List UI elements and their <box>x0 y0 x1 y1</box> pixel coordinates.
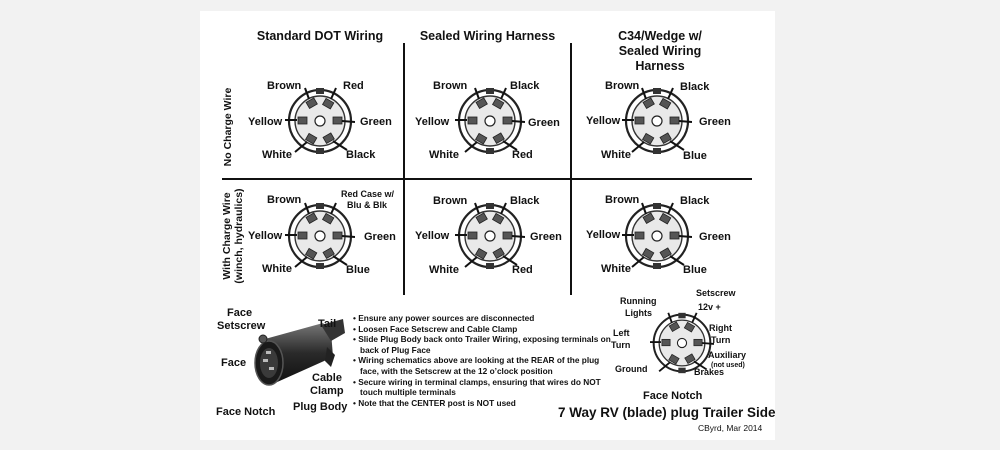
part-label: Plug Body <box>293 401 348 413</box>
function-label: Brakes <box>694 367 725 377</box>
wire-label: Red <box>512 149 533 161</box>
grid-divider <box>403 43 405 295</box>
wire-label: Red <box>512 264 533 276</box>
column-header: Sealed Wiring Harness <box>419 29 556 43</box>
function-label: Lights <box>625 308 652 318</box>
part-label: Tail <box>318 318 337 330</box>
wire-label: Red Case w/ <box>341 189 395 199</box>
part-label: Face Notch <box>216 406 276 418</box>
plug-face-diagram <box>622 201 692 271</box>
wire-label: Green <box>528 117 560 129</box>
part-label: Cable <box>312 372 342 384</box>
wire-label: Black <box>680 195 710 207</box>
wire-label: Black <box>346 149 376 161</box>
grid-divider <box>222 178 752 180</box>
wire-label: Brown <box>433 195 468 207</box>
wire-label: Yellow <box>248 116 283 128</box>
wire-label: White <box>601 263 631 275</box>
plug-face-diagram <box>622 86 692 156</box>
function-label: Turn <box>711 335 731 345</box>
wire-label: White <box>429 149 459 161</box>
instruction-text: Wiring schematics above are looking at t… <box>358 355 600 376</box>
function-label: (not used) <box>711 362 745 369</box>
wire-label: Yellow <box>586 229 621 241</box>
wire-label: Red <box>343 80 364 92</box>
wire-label: Green <box>699 116 731 128</box>
wire-label: Black <box>510 195 540 207</box>
wire-label: Green <box>699 231 731 243</box>
plug-face-diagram <box>455 86 525 156</box>
instruction-text: Loosen Face Setscrew and Cable Clamp <box>358 323 518 334</box>
diagram-title: 7 Way RV (blade) plug Trailer Side <box>558 405 776 420</box>
wire-label: White <box>601 149 631 161</box>
wire-label: White <box>262 149 292 161</box>
instruction-text: Slide Plug Body back onto Trailer Wiring… <box>358 334 611 355</box>
wire-label: Brown <box>267 194 302 206</box>
wire-label: Black <box>510 80 540 92</box>
wire-label: Blue <box>683 264 707 276</box>
function-label: Running <box>620 296 657 306</box>
wire-label: Yellow <box>248 230 283 242</box>
function-label: Turn <box>611 340 631 350</box>
wire-label: Brown <box>267 80 302 92</box>
wire-label: White <box>262 263 292 275</box>
wiring-sheet: Standard DOT Wiring Sealed Wiring Harnes… <box>200 11 776 440</box>
instruction-text: Note that the CENTER post is NOT used <box>358 397 516 408</box>
wire-label: Brown <box>605 80 640 92</box>
column-header: Standard DOT Wiring <box>256 29 384 43</box>
wire-label: Blue <box>346 264 370 276</box>
part-label: Clamp <box>310 385 344 397</box>
wire-label: Blu & Blk <box>347 200 388 210</box>
grid-divider <box>570 43 572 295</box>
wire-label: Brown <box>605 194 640 206</box>
plug-face-diagram <box>455 201 525 271</box>
column-header: C34/Wedge w/ Sealed Wiring Harness <box>618 29 702 73</box>
instruction-item: • Secure wiring in terminal clamps, ensu… <box>353 376 601 398</box>
plug-face-diagram <box>285 86 355 156</box>
function-plug-diagram <box>650 311 714 375</box>
part-label: Face <box>221 357 247 369</box>
function-label: 12v + <box>698 302 721 312</box>
part-label: Face <box>227 307 253 319</box>
instructions-list: • Ensure any power sources are disconnec… <box>352 313 612 408</box>
function-label: Right <box>709 323 732 333</box>
instruction-item: • Ensure any power sources are disconnec… <box>353 313 535 323</box>
plug-face-diagram <box>285 201 355 271</box>
part-label: Setscrew <box>217 320 266 332</box>
wire-label: Yellow <box>586 115 621 127</box>
wire-label: Black <box>680 81 710 93</box>
wire-label: Yellow <box>415 116 450 128</box>
instruction-text: Secure wiring in terminal clamps, ensuri… <box>358 376 601 398</box>
wire-label: Blue <box>683 150 707 162</box>
instruction-item: • Loosen Face Setscrew and Cable Clamp <box>353 323 518 334</box>
row-label: No Charge Wire <box>222 87 234 167</box>
function-label: Auxiliary <box>708 350 747 360</box>
instruction-item: • Note that the CENTER post is NOT used <box>353 397 516 408</box>
row-label: With Charge Wire (winch, hydraulics) <box>221 171 245 301</box>
row-label-line: (winch, hydraulics) <box>233 188 245 284</box>
instruction-item: • Wiring schematics above are looking at… <box>353 355 600 376</box>
wire-label: Brown <box>433 80 468 92</box>
instruction-item: • Slide Plug Body back onto Trailer Wiri… <box>353 334 611 355</box>
instruction-text: Ensure any power sources are disconnecte… <box>358 313 535 323</box>
wire-label: White <box>429 264 459 276</box>
row-label-line: With Charge Wire <box>221 192 233 280</box>
credit-text: CByrd, Mar 2014 <box>698 423 763 433</box>
wire-label: Green <box>530 231 562 243</box>
function-label: Left <box>613 328 630 338</box>
function-label: Face Notch <box>643 390 703 402</box>
function-label: Ground <box>615 364 648 374</box>
wire-label: Yellow <box>415 230 450 242</box>
wire-label: Green <box>360 116 392 128</box>
function-label: Setscrew <box>696 288 736 298</box>
trailer-plug-illustration <box>254 319 345 386</box>
wire-label: Green <box>364 231 396 243</box>
